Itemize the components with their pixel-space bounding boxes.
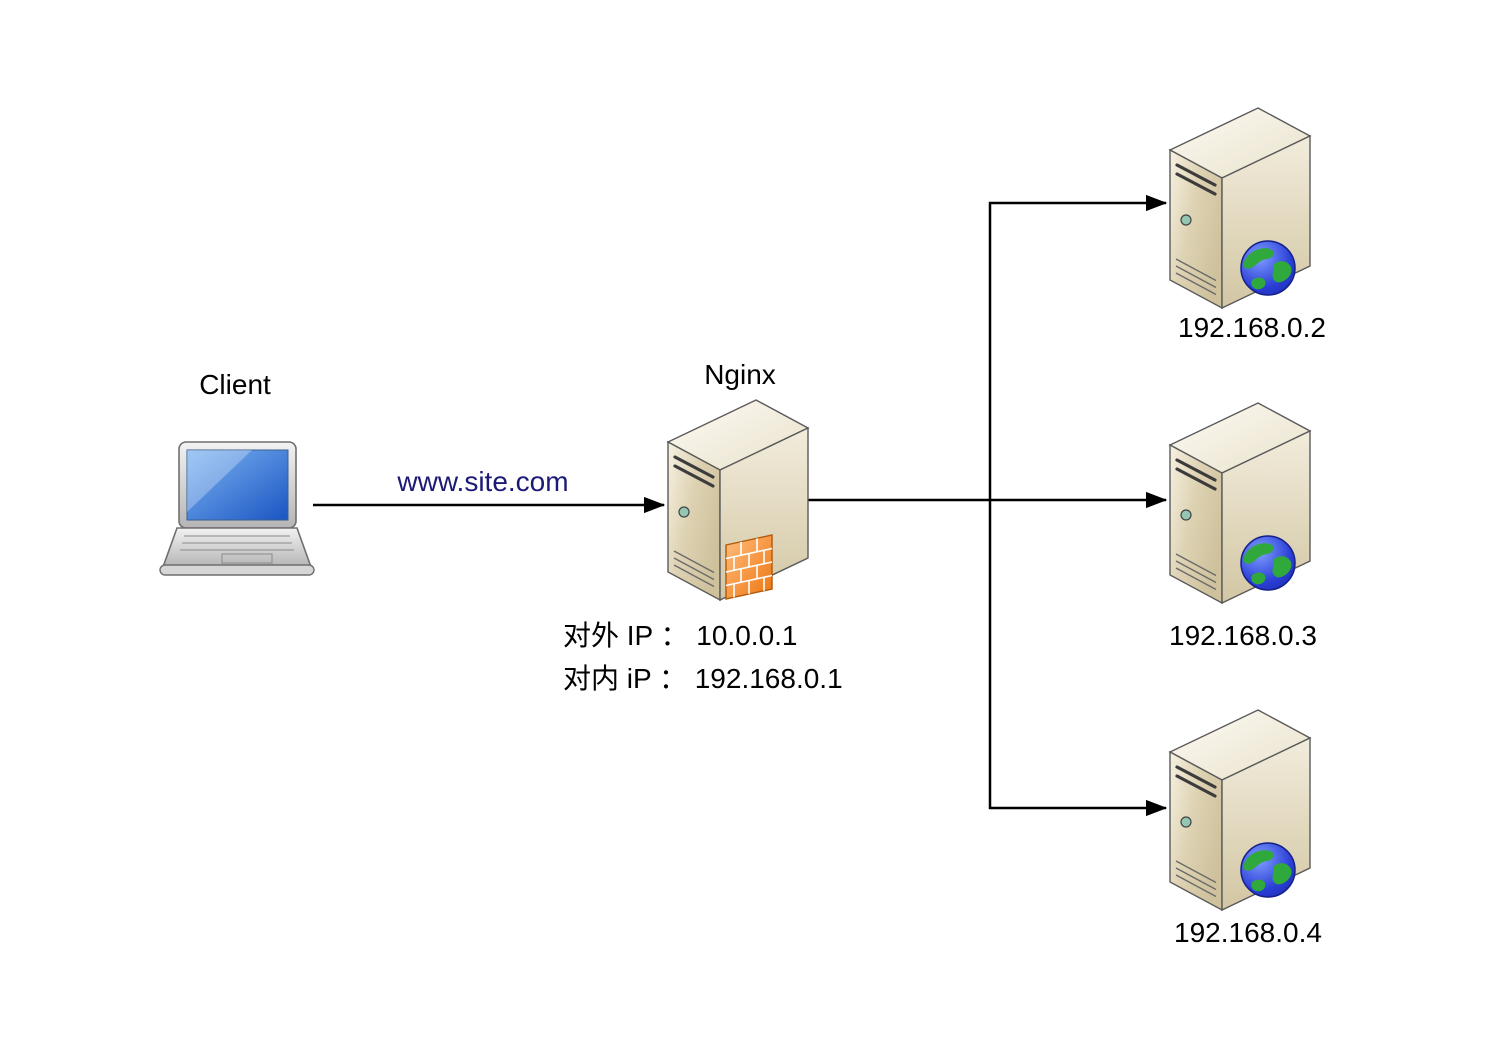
backend-1-ip-label: 192.168.0.2 bbox=[1178, 312, 1326, 343]
laptop-front-edge bbox=[159, 564, 315, 576]
laptop-trackpad bbox=[221, 553, 273, 564]
laptop-screen-glare bbox=[187, 450, 252, 512]
arrow-nginx-to-backend-1 bbox=[988, 194, 1168, 500]
globe-icon-1 bbox=[1240, 240, 1296, 296]
nginx-internal-ip-label: 对内 iP ： 192.168.0.1 bbox=[563, 663, 843, 694]
arrow-nginx-to-backend-3 bbox=[988, 500, 1168, 817]
globe-icon-3 bbox=[1240, 842, 1296, 898]
laptop-keyboard bbox=[180, 535, 294, 551]
firewall-icon bbox=[725, 534, 773, 600]
nginx-external-ip-label: 对外 IP ： 10.0.0.1 bbox=[563, 620, 798, 651]
laptop-base bbox=[161, 527, 313, 568]
backend-3-ip-label: 192.168.0.4 bbox=[1174, 917, 1322, 948]
connection-arrows bbox=[313, 194, 1168, 817]
globe-icon-2 bbox=[1240, 535, 1296, 591]
laptop-screen bbox=[186, 449, 289, 521]
client-laptop-icon bbox=[159, 441, 315, 576]
client-label: Client bbox=[199, 369, 271, 400]
request-url-label: www.site.com bbox=[397, 466, 569, 497]
backend-2-ip-label: 192.168.0.3 bbox=[1169, 620, 1317, 651]
nginx-label: Nginx bbox=[704, 359, 776, 390]
